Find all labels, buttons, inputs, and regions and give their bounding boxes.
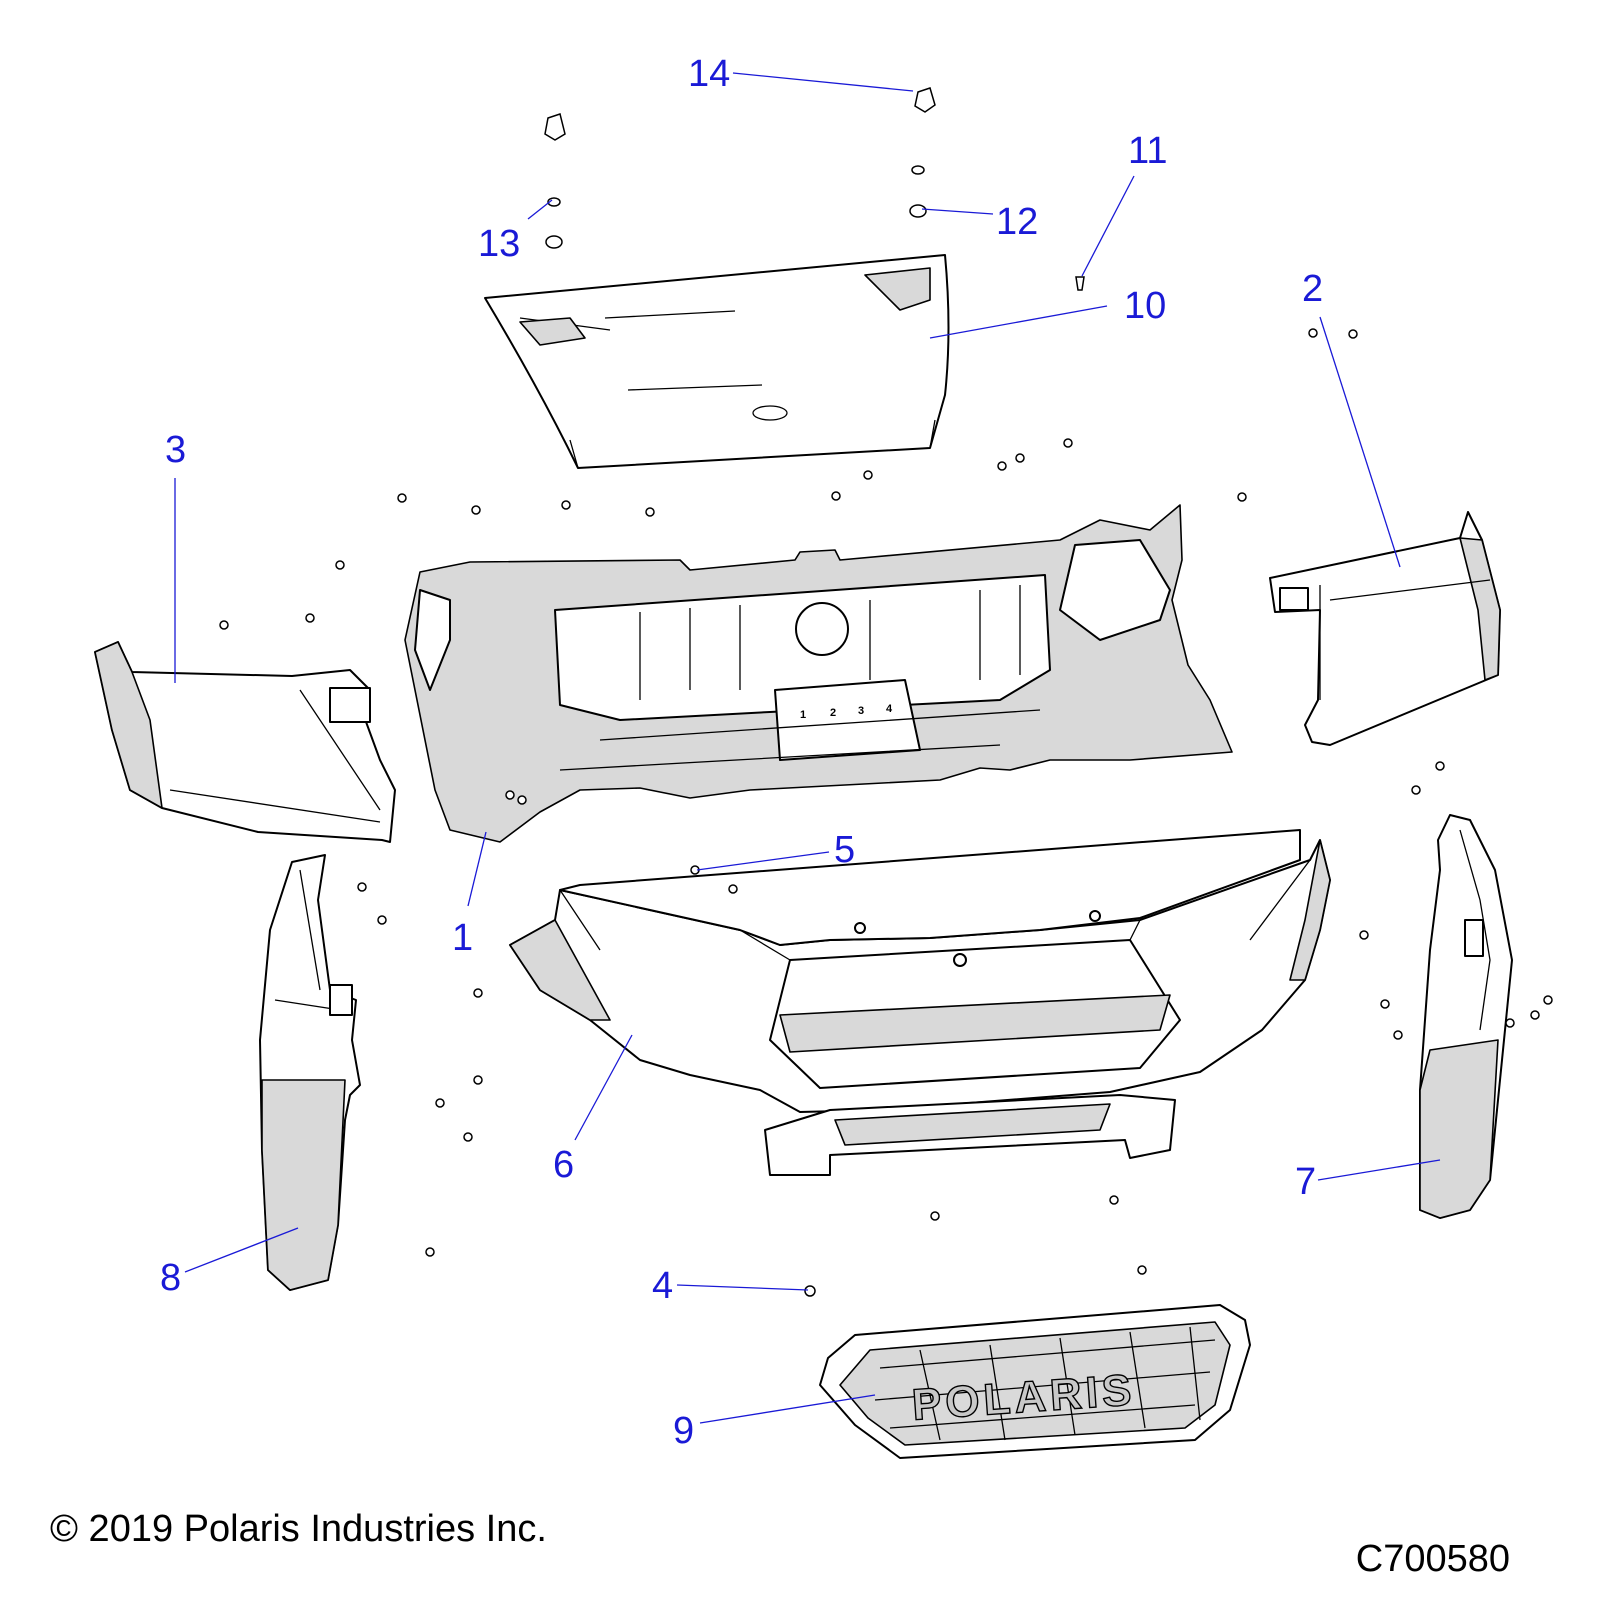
callout-labels: 14 11 12 13 10 2 3 1 5 6 7 8 4 9 (160, 53, 1323, 1452)
part-10-hood-panel (484, 254, 950, 469)
callout-12: 12 (996, 201, 1038, 243)
panel-number-2: 2 (830, 707, 836, 719)
callout-6: 6 (553, 1144, 574, 1186)
panel-number-3: 3 (858, 705, 864, 717)
callout-5: 5 (834, 829, 855, 871)
part-9-grille: POLARIS (819, 1304, 1251, 1459)
callout-2: 2 (1302, 268, 1323, 310)
part-11-screw (1075, 276, 1085, 291)
panel-number-1: 1 (800, 709, 806, 721)
callout-1: 1 (452, 917, 473, 959)
part-1-front-support: 1 2 3 4 (404, 504, 1233, 843)
callout-7: 7 (1295, 1161, 1316, 1203)
callout-8: 8 (160, 1257, 181, 1299)
part-14-push-rivet (914, 87, 936, 113)
copyright-notice: © 2019 Polaris Industries Inc. (50, 1508, 547, 1550)
callout-13: 13 (478, 223, 520, 265)
part-4-nut (804, 1285, 816, 1297)
grommet-left (545, 235, 563, 249)
callout-10: 10 (1124, 285, 1166, 327)
callout-3: 3 (165, 429, 186, 471)
callout-14: 14 (688, 53, 730, 95)
callout-4: 4 (652, 1265, 673, 1307)
drawing-number: C700580 (1355, 1538, 1510, 1580)
fastener-group (219, 87, 1553, 1297)
part-12-grommet (909, 204, 927, 218)
washer-right (911, 165, 925, 175)
part-7-right-fender-flare (1419, 814, 1513, 1219)
push-rivet-left (544, 113, 566, 141)
panel-number-4: 4 (886, 703, 893, 715)
part-3-left-side-panel (94, 641, 396, 843)
callout-11: 11 (1128, 130, 1167, 172)
callout-9: 9 (673, 1410, 694, 1452)
part-8-left-fender-flare (259, 854, 361, 1291)
part-2-right-side-panel (1269, 511, 1501, 746)
leader-lines (174, 72, 1441, 1424)
part-6-front-fascia (509, 829, 1331, 1176)
